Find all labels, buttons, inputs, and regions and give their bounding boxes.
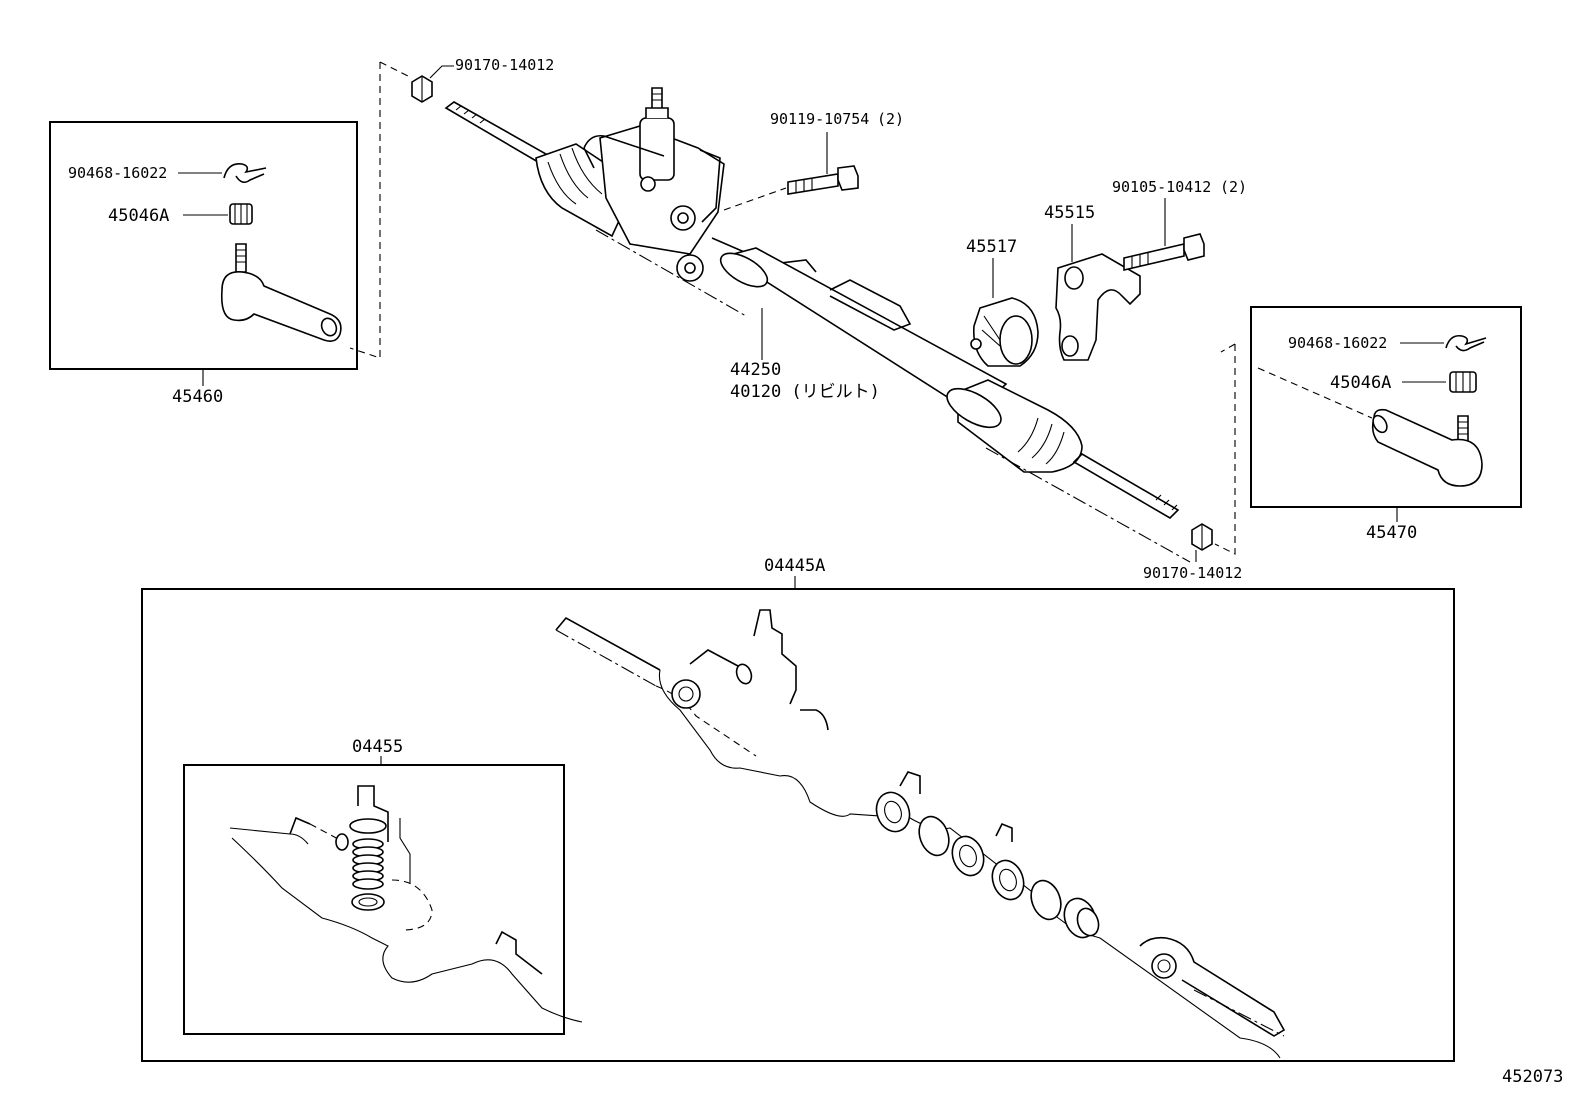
- bushing-kit-icon: [1063, 897, 1100, 939]
- label-bolt-right: 90105-10412: [1112, 178, 1211, 196]
- seal-ring-2-icon: [875, 791, 911, 833]
- hex-nut-top-icon: [411, 75, 433, 103]
- seal-ring-4-icon: [991, 859, 1025, 901]
- label-nut-bottom: 90170-14012: [1143, 564, 1242, 582]
- label-tie-rod-right: 45470: [1366, 523, 1417, 543]
- seal-ring-5-icon: [1151, 953, 1177, 979]
- tie-rod-end-right-icon: [1371, 408, 1483, 487]
- valve-housing-outline-icon: [229, 785, 583, 1023]
- seal-ring-1-icon: [671, 679, 701, 709]
- tie-rod-end-left-icon: [220, 243, 342, 342]
- castle-nut-left-icon: [229, 203, 253, 225]
- o-ring-valve-icon: [335, 833, 349, 851]
- nut-bottom-group: 90170-14012: [1143, 523, 1242, 582]
- bolt-right-icon: [1123, 233, 1205, 272]
- label-bolt-upper: 90119-10754: [770, 110, 869, 128]
- steering-gear-assembly-icon: [444, 87, 1191, 563]
- bushing-group: 45517: [966, 237, 1039, 367]
- o-ring-1-icon: [735, 663, 753, 685]
- o-ring-2-icon: [918, 815, 950, 857]
- label-pin-right: 90468-16022: [1288, 334, 1387, 352]
- label-gasket-kit: 04445A: [764, 556, 825, 576]
- cotter-pin-right-icon: [1445, 334, 1487, 352]
- tie-rod-end-right-group: 90468-16022 45046A 45470: [1250, 306, 1522, 543]
- gasket-kit-group: 04445A: [141, 556, 1455, 1062]
- cotter-pin-left-icon: [223, 162, 267, 184]
- bracket-group: 45515: [1044, 203, 1141, 361]
- bolt-upper-icon: [787, 165, 859, 195]
- tie-rod-end-left-group: 90468-16022 45046A 45460: [49, 121, 358, 407]
- gear-assembly-labels: 44250 40120 (リビルト): [730, 308, 880, 402]
- hex-nut-bottom-icon: [1191, 523, 1213, 551]
- bolt-upper-group: 90119-10754 (2): [723, 110, 904, 211]
- label-valve-kit: 04455: [352, 737, 403, 757]
- label-gear-assy: 44250: [730, 360, 781, 380]
- label-bolt-right-qty: (2): [1220, 178, 1247, 196]
- gear-housing-outline-icon: [555, 609, 1286, 1059]
- gasket-kit-box: [141, 588, 1455, 1062]
- bushing-icon: [970, 297, 1039, 367]
- label-bushing: 45517: [966, 237, 1017, 257]
- castle-nut-right-icon: [1449, 371, 1477, 393]
- label-gear-rebuilt: 40120 (リビルト): [730, 382, 880, 402]
- label-nut-top: 90170-14012: [455, 56, 554, 74]
- label-bracket: 45515: [1044, 203, 1095, 223]
- valve-kit-box: [183, 764, 565, 1035]
- label-tie-rod-left: 45460: [172, 387, 223, 407]
- nut-top-group: 90170-14012: [411, 56, 554, 103]
- seal-ring-3-icon: [951, 835, 985, 877]
- label-pin-left: 90468-16022: [68, 164, 167, 182]
- valve-kit-group: 04455: [183, 737, 583, 1035]
- label-nut-left: 45046A: [108, 206, 169, 226]
- label-nut-right: 45046A: [1330, 373, 1391, 393]
- label-bolt-upper-qty: (2): [877, 110, 904, 128]
- bolt-right-group: 90105-10412 (2): [1112, 178, 1247, 272]
- bracket-icon: [1055, 253, 1141, 361]
- valve-spring-stack-icon: [349, 818, 387, 911]
- o-ring-3-icon: [1030, 879, 1062, 921]
- figure-id: 452073: [1502, 1067, 1563, 1087]
- tie-rod-end-right-box: [1250, 306, 1522, 508]
